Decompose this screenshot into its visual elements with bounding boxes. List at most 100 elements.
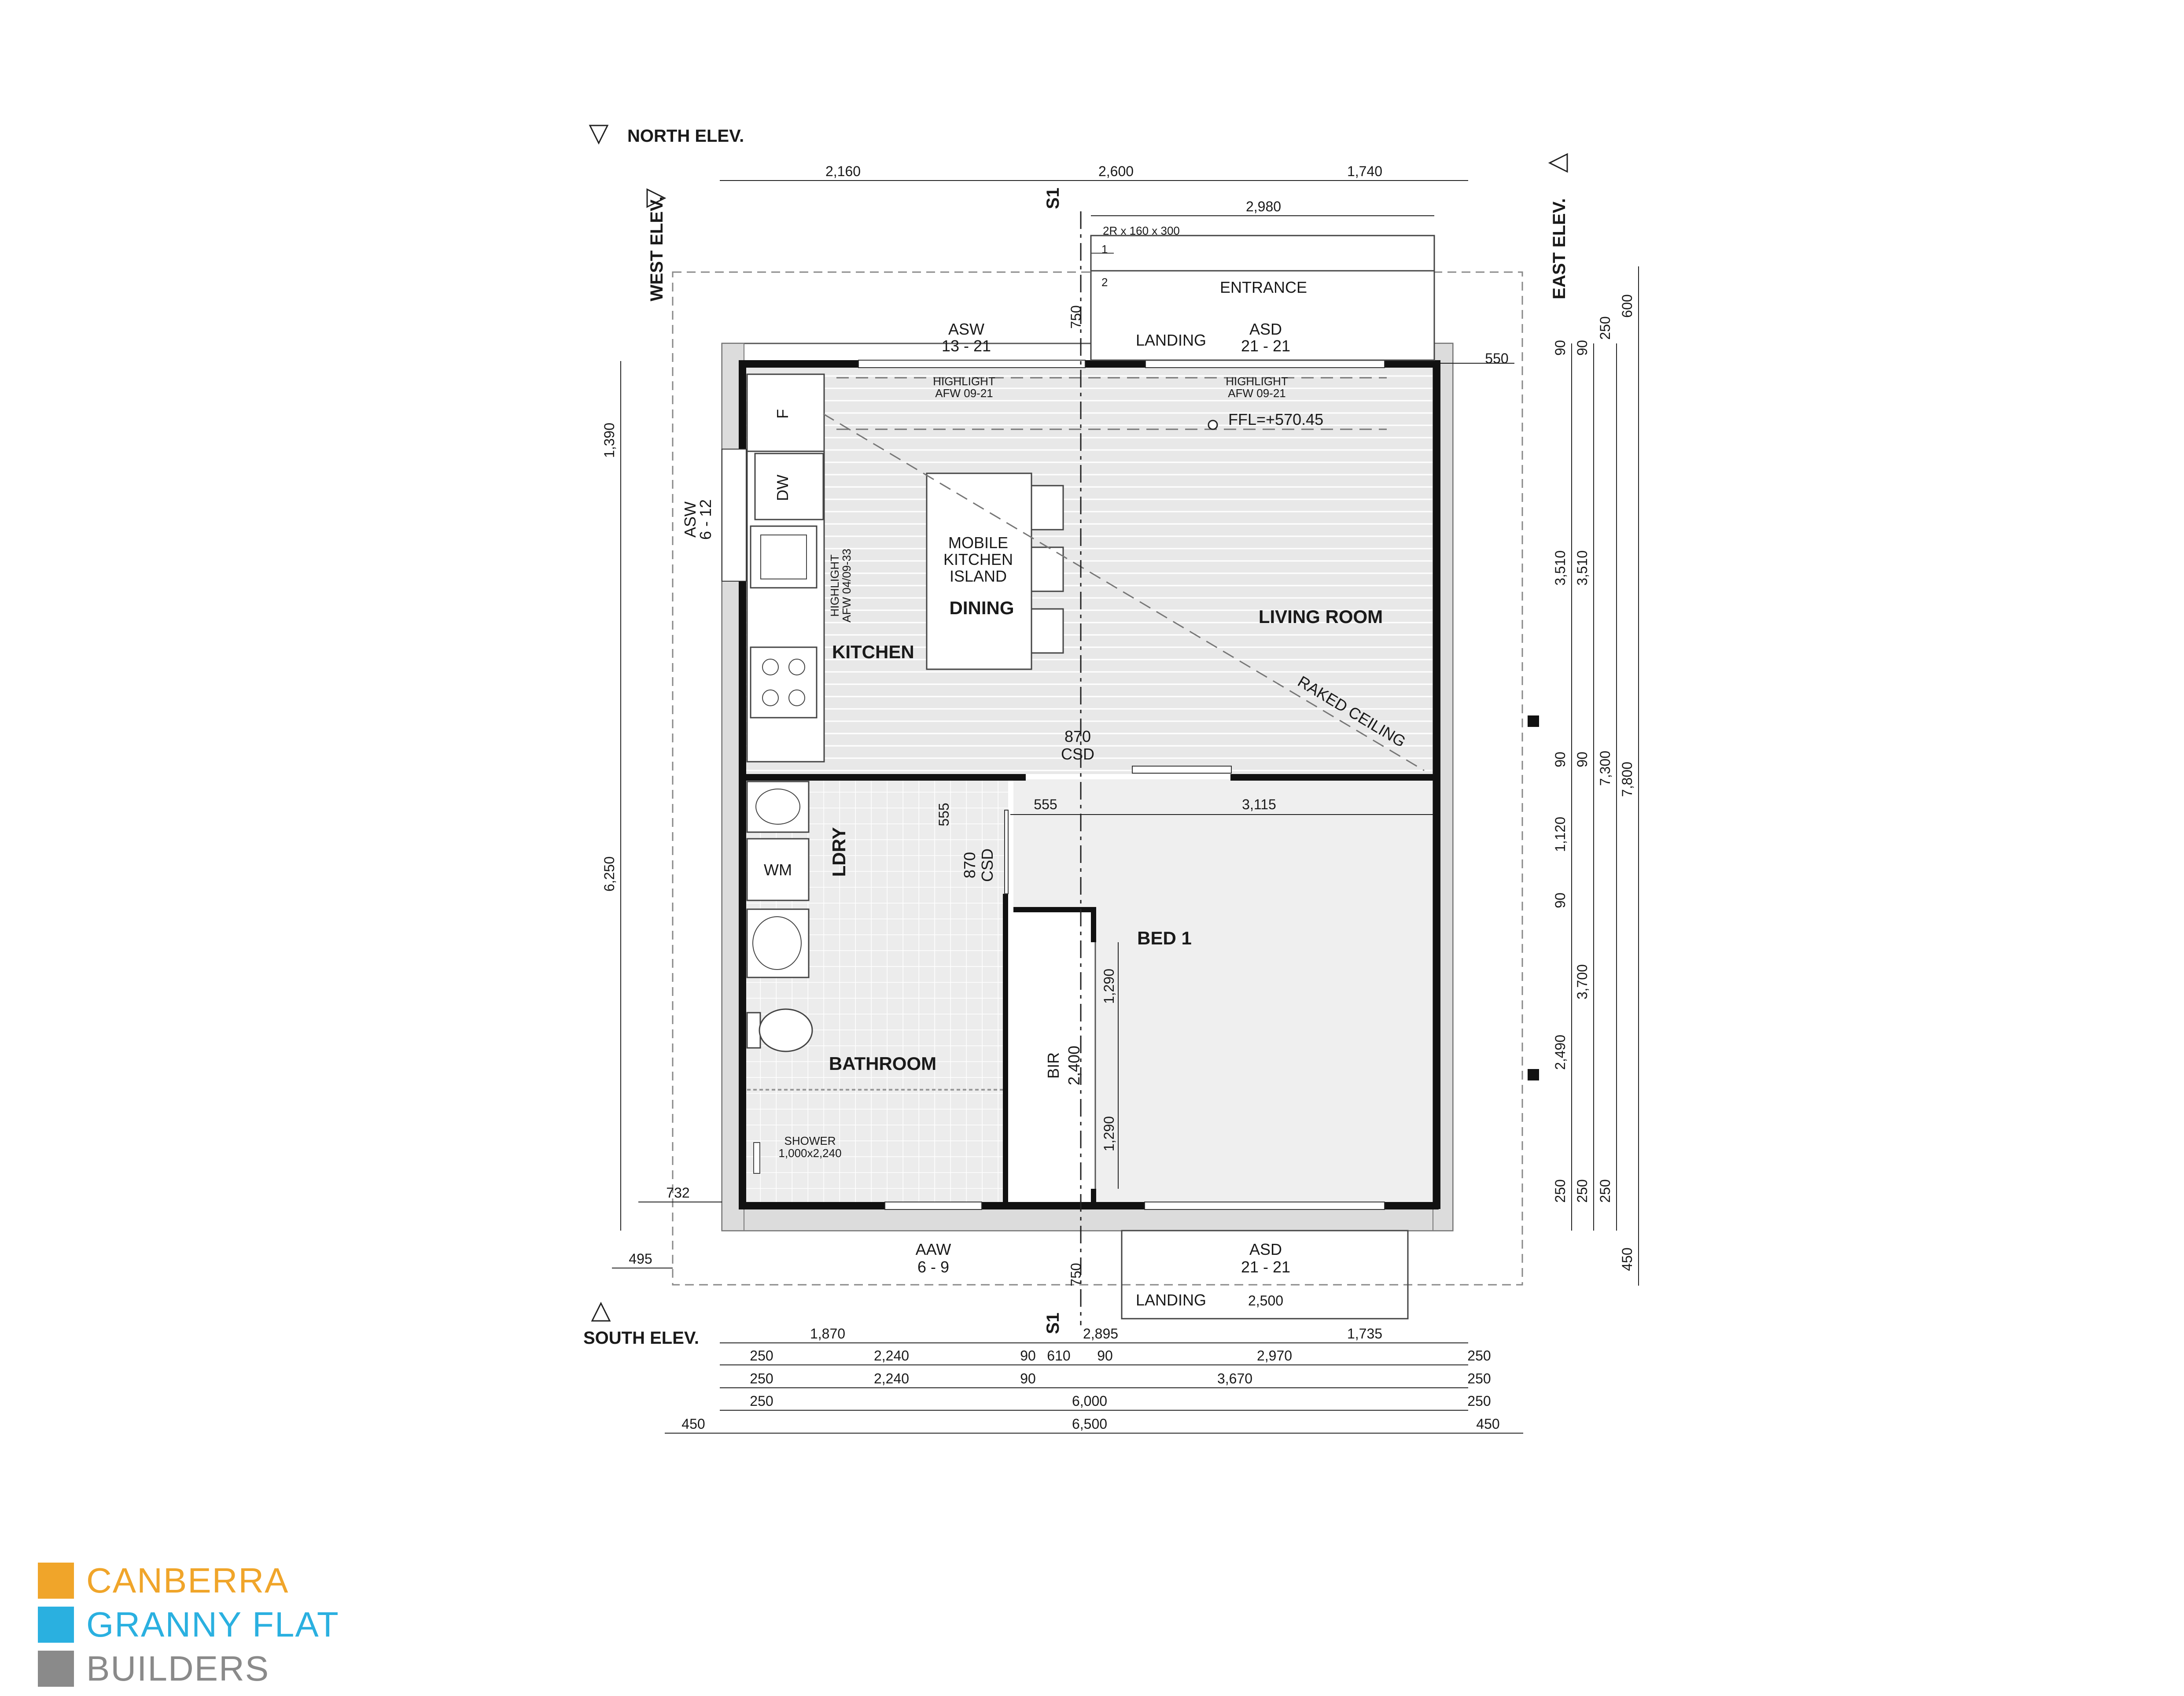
dim-left-495: 495: [629, 1251, 652, 1267]
aaw-size: 6 - 9: [917, 1258, 949, 1276]
level-marker-icon: [1208, 420, 1218, 430]
bed1-label: BED 1: [1137, 928, 1192, 948]
dim-555-horizontal: 555: [1034, 796, 1057, 812]
entrance-landing: 2R x 160 x 300 1 2 ENTRANCE LANDING: [1090, 224, 1435, 361]
dim-bottom-r2-5: 250: [1467, 1371, 1491, 1386]
highlight-label-3: HIGHLIGHT: [828, 554, 841, 617]
dim-left-lower: 6,250: [601, 856, 617, 892]
dim-555-vertical: 555: [936, 803, 952, 826]
dim-c2-5: 250: [1574, 1179, 1590, 1202]
asd-south-size: 21 - 21: [1241, 1258, 1290, 1276]
left-dimensions: 1,390 6,250 732 495: [601, 361, 722, 1268]
stair-riser-2: 2: [1101, 276, 1108, 289]
dim-bottom-r1-3: 90: [1020, 1348, 1036, 1364]
dim-top-1: 2,160: [825, 163, 861, 179]
csd-living-type: CSD: [1061, 745, 1094, 763]
elevation-marker-icon: [646, 188, 667, 208]
dishwasher-label: DW: [773, 475, 792, 501]
dim-bottom-r1-1: 250: [750, 1348, 773, 1364]
stair-label: 2R x 160 x 300: [1103, 224, 1180, 237]
dim-3115: 3,115: [1242, 796, 1276, 812]
shower-label: SHOWER: [784, 1134, 836, 1147]
dim-c2-2: 3,510: [1574, 550, 1590, 586]
dim-c1-1: 90: [1552, 340, 1568, 356]
section-marker-bottom: S1: [1043, 1313, 1063, 1334]
dim-c1-2: 3,510: [1552, 550, 1568, 586]
south-landing: LANDING 2,500: [1121, 1230, 1409, 1320]
logo-line-2: GRANNY FLAT: [86, 1605, 339, 1644]
glazing: [722, 360, 1385, 1210]
dim-bottom-r0-3: 1,735: [1347, 1326, 1382, 1342]
dim-bottom-r3-3: 250: [1467, 1393, 1491, 1409]
entrance-label: ENTRANCE: [1220, 278, 1307, 296]
asw-west-type: ASW: [681, 501, 699, 538]
laundry-label: LDRY: [829, 827, 849, 877]
island-line3: ISLAND: [950, 567, 1007, 585]
dim-bottom-r4-2: 6,500: [1072, 1416, 1107, 1432]
asd-north-type: ASD: [1249, 320, 1282, 338]
dim-c4-1: 600: [1619, 294, 1635, 317]
csd-living-width: 870: [1064, 727, 1091, 745]
stool: [1031, 608, 1064, 654]
dim-bottom-r2-1: 250: [750, 1371, 773, 1386]
shower-tap-icon: [753, 1142, 760, 1174]
dim-top-landing: 2,980: [1246, 199, 1281, 214]
dim-bottom-r0-2: 2,895: [1083, 1326, 1118, 1342]
logo-line-1: CANBERRA: [86, 1561, 289, 1600]
right-dimensions: 550 90 3,510 90 1,120 90 2,490 250 90 3,…: [1440, 266, 1639, 1286]
laundry: WM LDRY: [746, 781, 849, 901]
dim-c2-3: 90: [1574, 752, 1590, 767]
cooktop: [750, 646, 818, 719]
logo-square-blue: [38, 1607, 74, 1643]
dishwasher: [754, 453, 824, 520]
dim-bottom-r0-1: 1,870: [810, 1326, 845, 1342]
dim-c1-7: 250: [1552, 1179, 1568, 1202]
dim-c4-3: 450: [1619, 1247, 1635, 1271]
washing-machine: [746, 838, 810, 901]
dim-c4-2: 7,800: [1619, 762, 1635, 797]
south-elev-label: SOUTH ELEV.: [583, 1328, 699, 1348]
landing-north-label: LANDING: [1136, 331, 1206, 349]
downpipe-marker: [1528, 715, 1539, 727]
raked-ceiling-line: [823, 413, 1425, 771]
dim-left-upper: 1,390: [601, 423, 617, 458]
dim-top-2: 2,600: [1098, 163, 1134, 179]
dim-bottom-r2-3: 90: [1020, 1371, 1036, 1386]
living-room-label: LIVING ROOM: [1259, 606, 1383, 627]
asw-west-size: 6 - 12: [696, 499, 714, 540]
fridge-label: F: [773, 409, 792, 419]
dim-bottom-r1-7: 250: [1467, 1348, 1491, 1364]
dim-bottom-r4-3: 450: [1476, 1416, 1499, 1432]
aaw-type: AAW: [916, 1240, 951, 1258]
dim-c1-5: 90: [1552, 892, 1568, 908]
shower-size-label: 1,000x2,240: [778, 1147, 841, 1160]
stair-riser-1: 1: [1101, 243, 1108, 256]
elevation-marker-icon: [589, 125, 609, 145]
toilet-cistern: [746, 1012, 761, 1049]
asw-north-size: 13 - 21: [942, 337, 991, 355]
top-dimensions: 2,160 2,600 1,740 2,980: [720, 163, 1468, 216]
fridge: [746, 373, 825, 452]
dim-c1-6: 2,490: [1552, 1035, 1568, 1070]
elevation-marker-icon: [1548, 153, 1568, 173]
dim-c1-4: 1,120: [1552, 817, 1568, 852]
west-elev-label: WEST ELEV.: [647, 196, 667, 302]
asw-north-type: ASW: [948, 320, 984, 338]
highlight-label-1: HIGHLIGHT: [933, 375, 995, 388]
bathroom: BATHROOM SHOWER 1,000x2,240: [746, 908, 1003, 1174]
logo-line-3: BUILDERS: [86, 1649, 270, 1688]
dim-c3-3: 250: [1597, 1179, 1613, 1202]
kitchen-label: KITCHEN: [832, 642, 914, 662]
dim-bottom-r3-1: 250: [750, 1393, 773, 1409]
dim-750-bottom: 750: [1068, 1263, 1084, 1286]
company-logo: CANBERRA GRANNY FLAT BUILDERS: [38, 1559, 339, 1691]
island-line1: MOBILE: [948, 534, 1008, 552]
kitchen-island: MOBILE KITCHEN ISLAND DINING: [926, 472, 1064, 670]
bathroom-label: BATHROOM: [829, 1053, 936, 1074]
dim-bir-upper: 1,290: [1101, 969, 1117, 1004]
csd-ldry-type: CSD: [978, 848, 996, 882]
logo-square-grey: [38, 1651, 74, 1687]
dim-c2-1: 90: [1574, 340, 1590, 356]
dining-label: DINING: [950, 597, 1014, 618]
